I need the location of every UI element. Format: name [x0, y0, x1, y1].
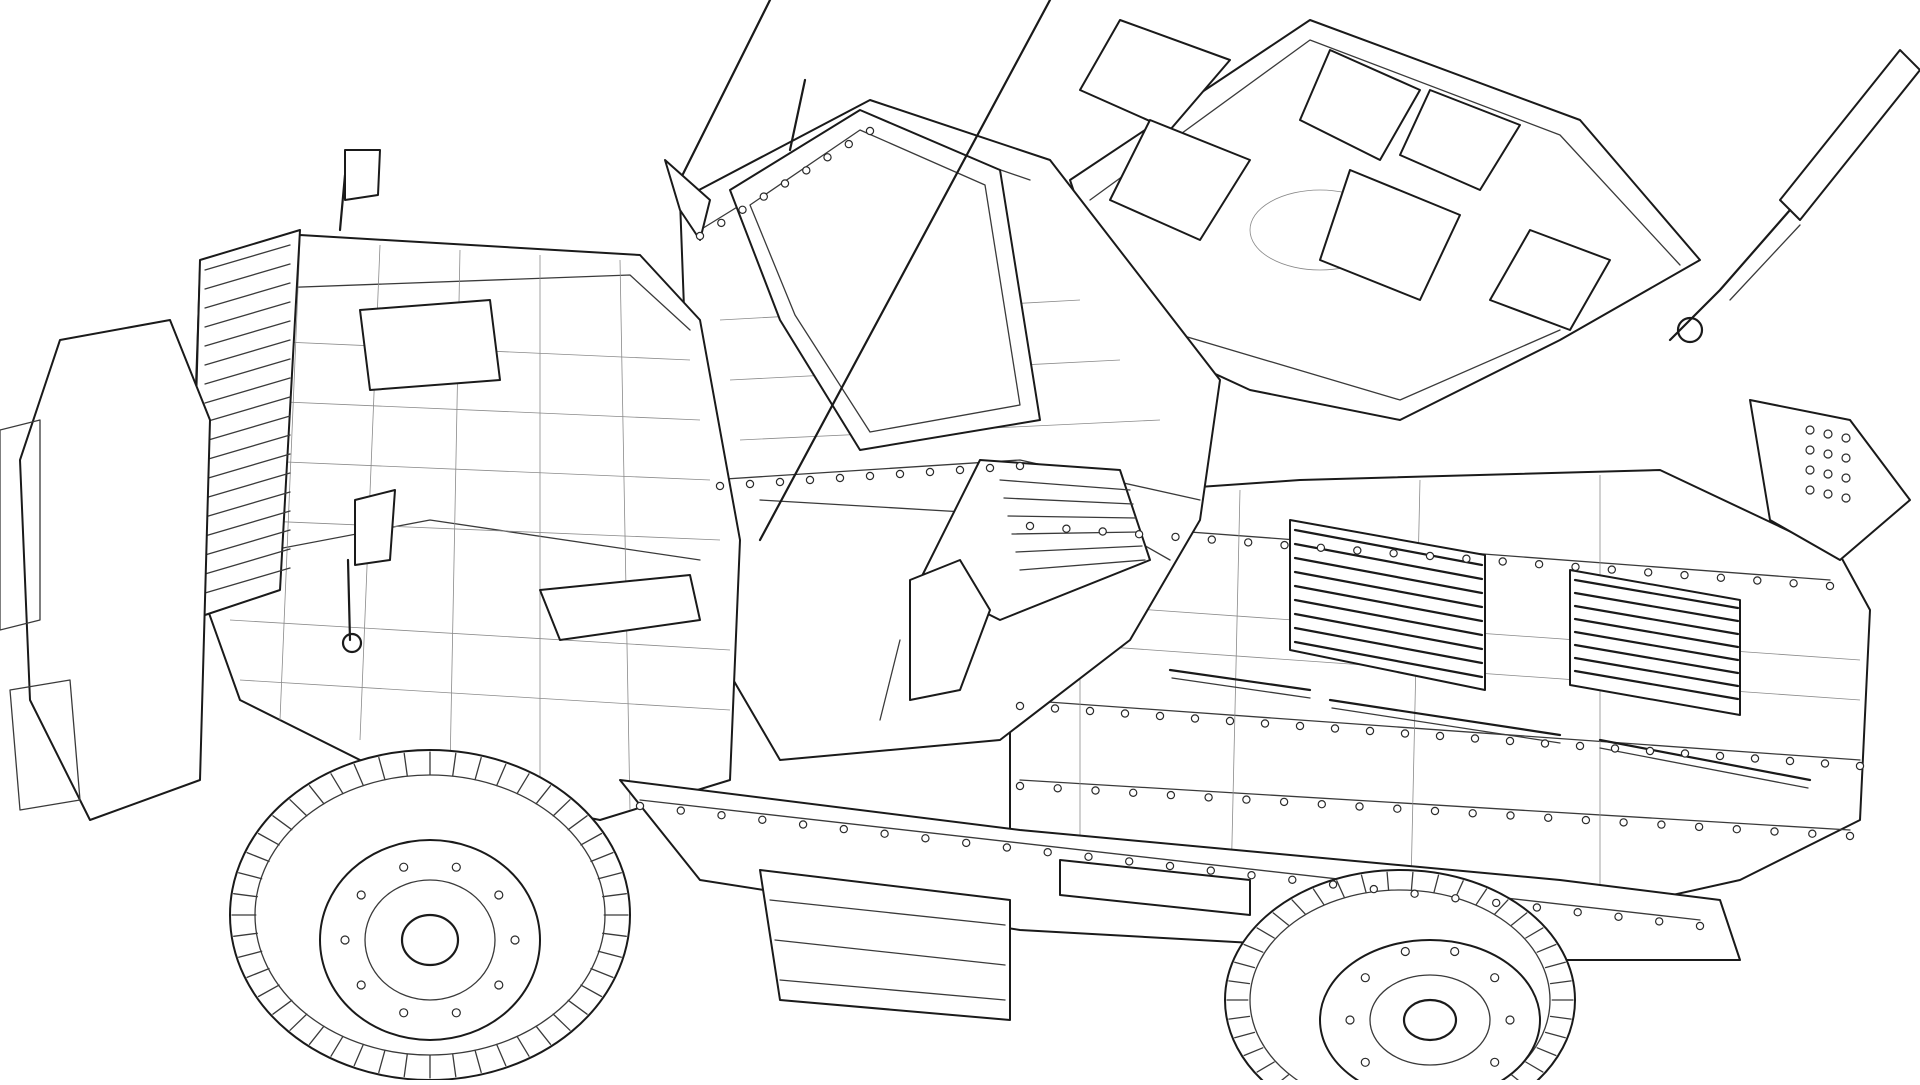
hood-mirror-side — [341, 489, 396, 654]
antennas — [664, 0, 1052, 542]
rear-wheel — [1224, 869, 1576, 1085]
turret-gun — [1668, 49, 1920, 344]
hull-bolts — [635, 126, 1865, 931]
rear-louver-left — [1289, 519, 1486, 691]
cab-windows — [729, 109, 1151, 621]
front-wheel — [229, 749, 631, 1081]
hood-mirror-top — [338, 149, 381, 232]
front-grille — [189, 229, 301, 621]
front-bumper — [0, 319, 211, 821]
equipment-box — [1749, 399, 1911, 561]
rear-louver-right — [1569, 569, 1741, 716]
grab-rails — [1168, 668, 1812, 789]
engine-hood — [189, 234, 741, 821]
door-mirror — [879, 559, 991, 721]
boarding-steps — [759, 869, 1011, 1021]
turret — [1069, 19, 1701, 421]
